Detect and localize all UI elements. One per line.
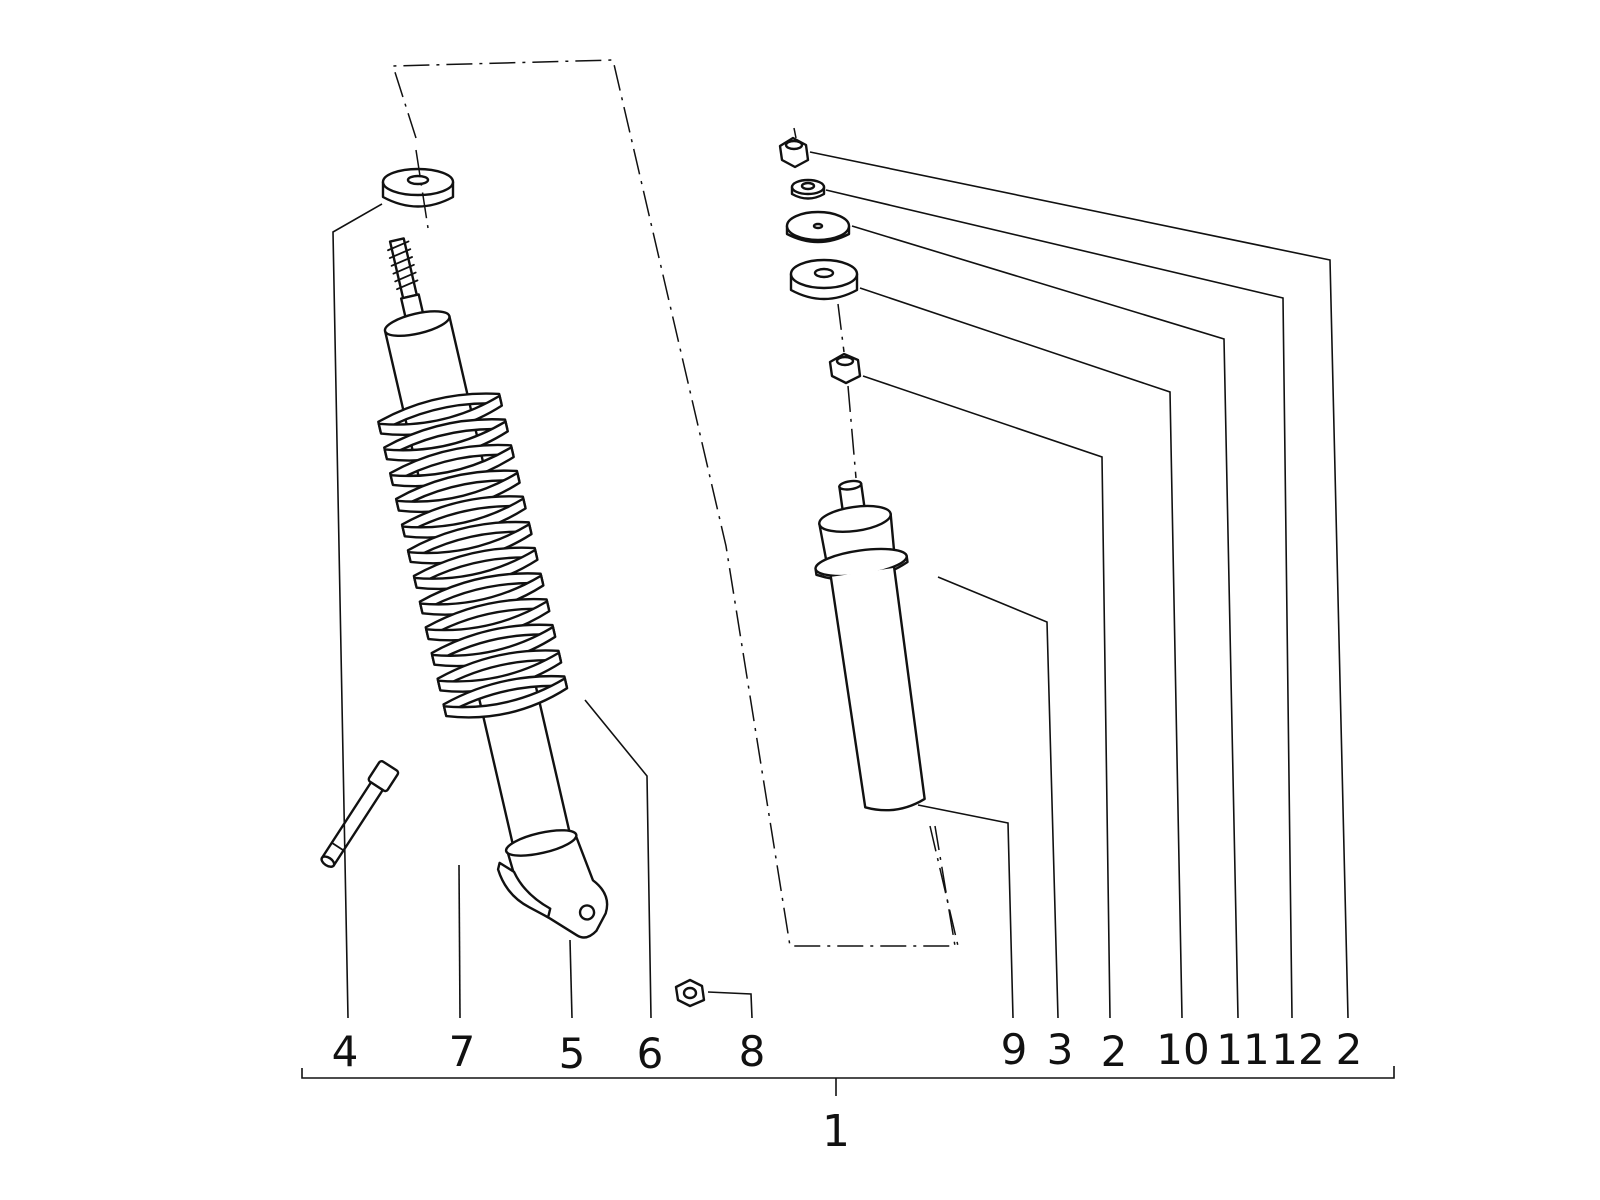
mount-bolt: [320, 760, 400, 868]
damper-body: [829, 566, 926, 812]
callout-6: 6: [637, 1029, 664, 1078]
small-washer: [790, 178, 826, 200]
leader-lines: [332, 151, 1349, 1019]
callout-10: 10: [1156, 1025, 1209, 1074]
callout-labels: 4 7 5 6 8 9 3 2 10 11 12 2 1: [332, 1025, 1363, 1157]
rod-nut: [828, 352, 862, 385]
coil-spring: [377, 392, 569, 719]
callout-5: 5: [559, 1029, 586, 1078]
assembly-bracket: [301, 1066, 1395, 1096]
callout-11: 11: [1216, 1025, 1269, 1074]
callout-9: 9: [1001, 1025, 1028, 1074]
stack-axis: [415, 127, 857, 479]
damper-axis-lower: [929, 825, 959, 947]
top-nut: [778, 136, 810, 169]
callout-4: 4: [332, 1027, 359, 1076]
callout-7: 7: [449, 1027, 476, 1076]
plate-washer: [785, 210, 851, 244]
assembly-number: 1: [822, 1106, 850, 1157]
spring-coil-front: [442, 677, 569, 719]
callout-12: 12: [1271, 1025, 1324, 1074]
callout-3: 3: [1047, 1025, 1074, 1074]
lower-bracket: [496, 829, 609, 939]
assembly-outline: [391, 59, 956, 947]
callout-2a: 2: [1101, 1027, 1128, 1076]
damper-cartridge: [814, 479, 926, 812]
lower-nut: [674, 978, 706, 1008]
shock-absorber-assembly: [377, 237, 609, 939]
seat-washer: [381, 167, 455, 208]
callout-2b: 2: [1336, 1025, 1363, 1074]
rubber-bush: [789, 258, 859, 301]
callout-8: 8: [739, 1027, 766, 1076]
